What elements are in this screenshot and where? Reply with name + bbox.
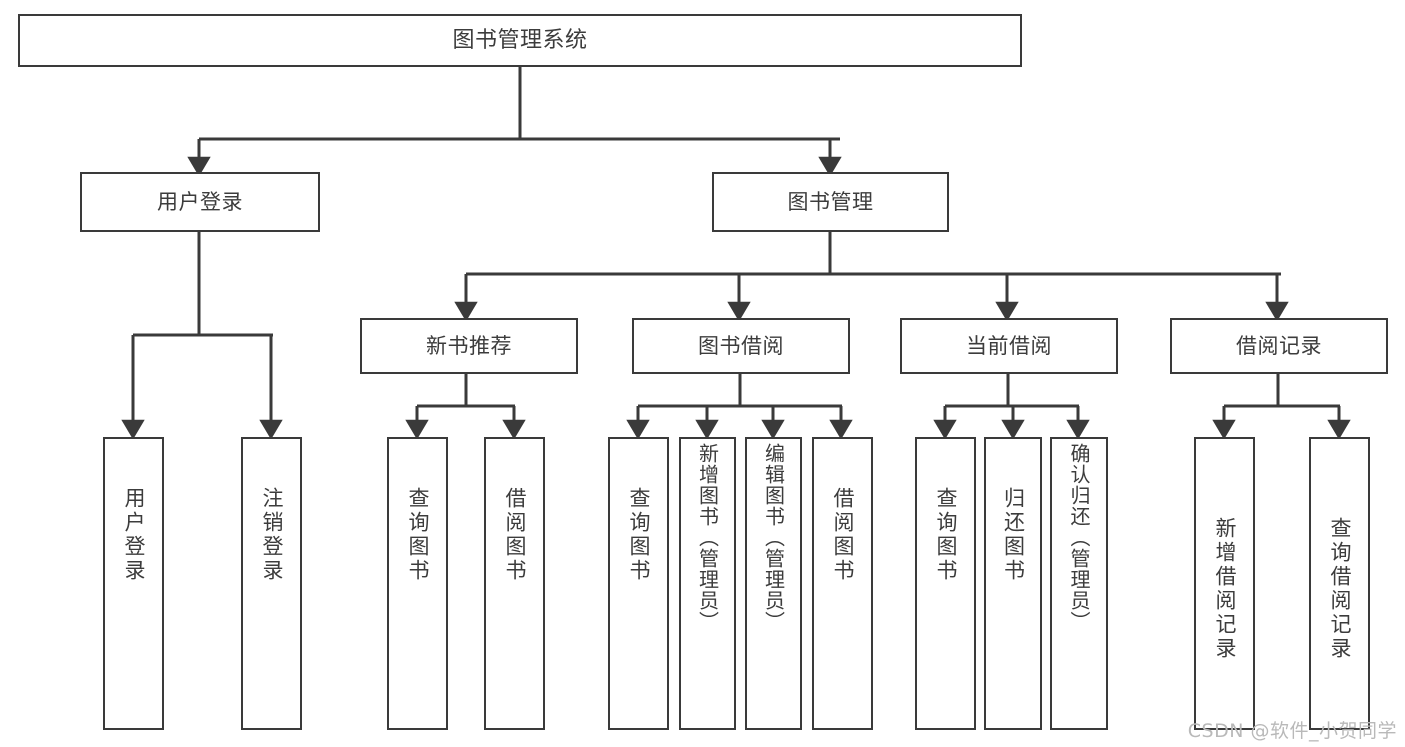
leaf-recommend-borrow-book[interactable]: 借阅图书 [484,437,545,730]
node-book-management[interactable]: 图书管理 [712,172,949,232]
leaf-user-logout[interactable]: 注销登录 [241,437,302,730]
node-label: 注销登录 [260,487,284,583]
node-label: 新增图书（管理员） [695,443,720,632]
leaf-borrow-add-book-admin[interactable]: 新增图书（管理员） [679,437,736,730]
leaf-record-query-borrow-record[interactable]: 查询借阅记录 [1309,437,1370,730]
node-book-borrow[interactable]: 图书借阅 [632,318,850,374]
leaf-current-query-book[interactable]: 查询图书 [915,437,976,730]
csdn-watermark: CSDN @软件_小贺同学 [1187,720,1397,742]
node-label: 查询图书 [934,487,958,583]
leaf-borrow-edit-book-admin[interactable]: 编辑图书（管理员） [745,437,802,730]
leaf-borrow-lend-book[interactable]: 借阅图书 [812,437,873,730]
node-label: 查询图书 [406,487,430,583]
node-label: 归还图书 [1001,487,1026,583]
node-label: 借阅记录 [1236,333,1322,358]
node-label: 当前借阅 [966,333,1052,358]
node-new-book-recommend[interactable]: 新书推荐 [360,318,578,374]
node-borrow-record[interactable]: 借阅记录 [1170,318,1388,374]
node-label: 查询图书 [627,487,651,583]
node-user-login[interactable]: 用户登录 [80,172,320,232]
node-label: 新书推荐 [426,333,512,358]
leaf-borrow-query-book[interactable]: 查询图书 [608,437,669,730]
node-label: 查询借阅记录 [1328,517,1352,661]
leaf-current-confirm-return-admin[interactable]: 确认归还（管理员） [1050,437,1108,730]
node-current-borrow[interactable]: 当前借阅 [900,318,1118,374]
node-label: 图书借阅 [698,333,784,358]
leaf-user-login[interactable]: 用户登录 [103,437,164,730]
node-label: 用户登录 [157,189,243,214]
node-label: 借阅图书 [503,487,527,583]
node-label: 借阅图书 [831,487,855,583]
leaf-record-add-borrow-record[interactable]: 新增借阅记录 [1194,437,1255,730]
node-label: 确认归还（管理员） [1067,443,1091,632]
node-label: 图书管理系统 [452,27,588,53]
node-label: 用户登录 [122,487,146,583]
leaf-recommend-query-book[interactable]: 查询图书 [387,437,448,730]
node-label: 新增借阅记录 [1213,517,1237,661]
node-label: 编辑图书（管理员） [761,443,786,632]
node-label: 图书管理 [787,189,874,214]
node-root-book-management-system[interactable]: 图书管理系统 [18,14,1022,67]
leaf-current-return-book[interactable]: 归还图书 [984,437,1042,730]
